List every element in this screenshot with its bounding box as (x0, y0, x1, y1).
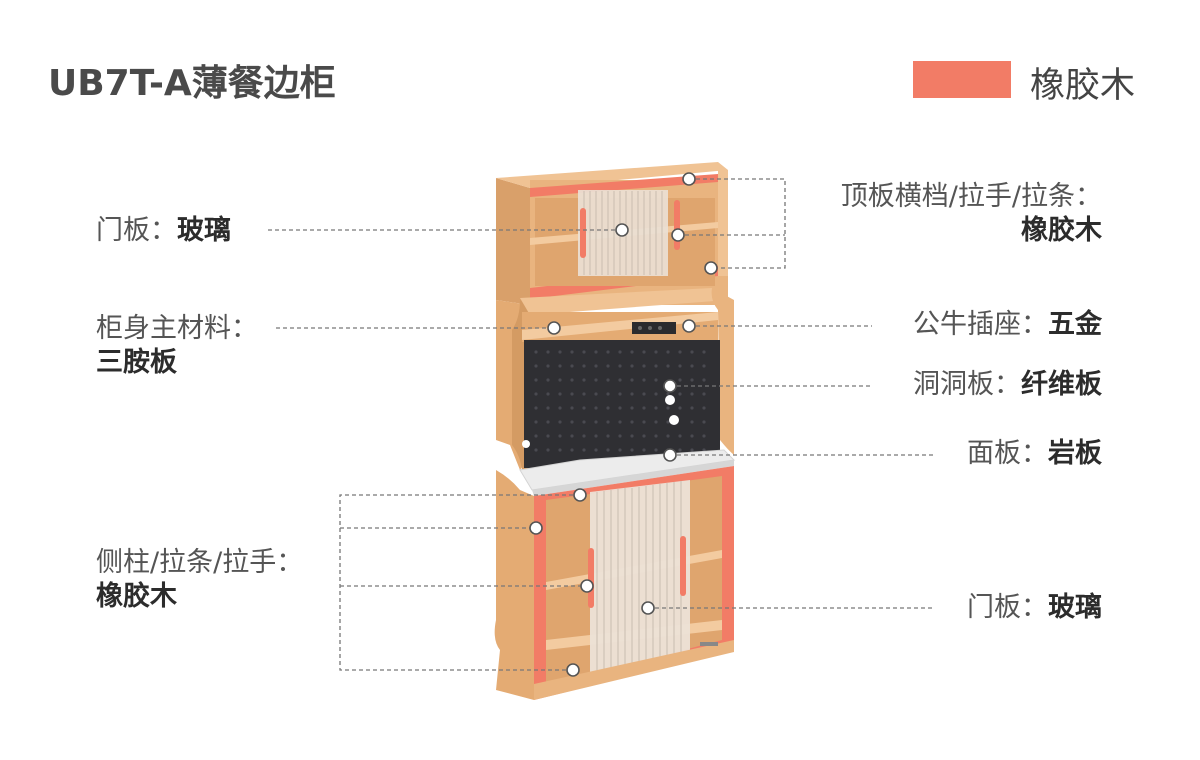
callout-dot-panel (663, 448, 677, 462)
callout-dot-side-handle (580, 579, 594, 593)
label-panel: 面板：岩板 (967, 438, 1102, 469)
callout-dot-top-handle (671, 228, 685, 242)
callout-dot-side-top (573, 488, 587, 502)
lower-cabinet (494, 466, 734, 700)
middle-section (496, 288, 734, 470)
upper-hutch (496, 162, 728, 305)
callout-dot-top-strip (704, 261, 718, 275)
legend-label: 橡胶木 (1030, 66, 1136, 106)
legend-swatch (913, 61, 1011, 98)
label-pegboard: 洞洞板：纤维板 (913, 369, 1102, 400)
callout-dot-top-rail (682, 172, 696, 186)
callout-dot-door-bottom (641, 601, 655, 615)
label-top-parts: 顶板横档/拉手/拉条： 橡胶木 (840, 181, 1102, 246)
callout-dot-door-top (615, 223, 629, 237)
label-side: 侧柱/拉条/拉手： 橡胶木 (96, 547, 304, 612)
callout-dot-side-column (529, 521, 543, 535)
label-socket: 公牛插座：五金 (913, 309, 1102, 340)
callout-dot-side-bottom (566, 663, 580, 677)
callout-dot-socket (682, 319, 696, 333)
page-title: UB7T-A薄餐边柜 (48, 63, 336, 104)
leader-lines (268, 178, 934, 671)
label-body: 柜身主材料： 三胺板 (96, 313, 258, 378)
label-door-bottom: 门板：玻璃 (967, 592, 1102, 623)
label-door-top: 门板：玻璃 (96, 215, 231, 246)
callout-dot-body (547, 321, 561, 335)
callout-dot-pegboard (663, 379, 677, 393)
